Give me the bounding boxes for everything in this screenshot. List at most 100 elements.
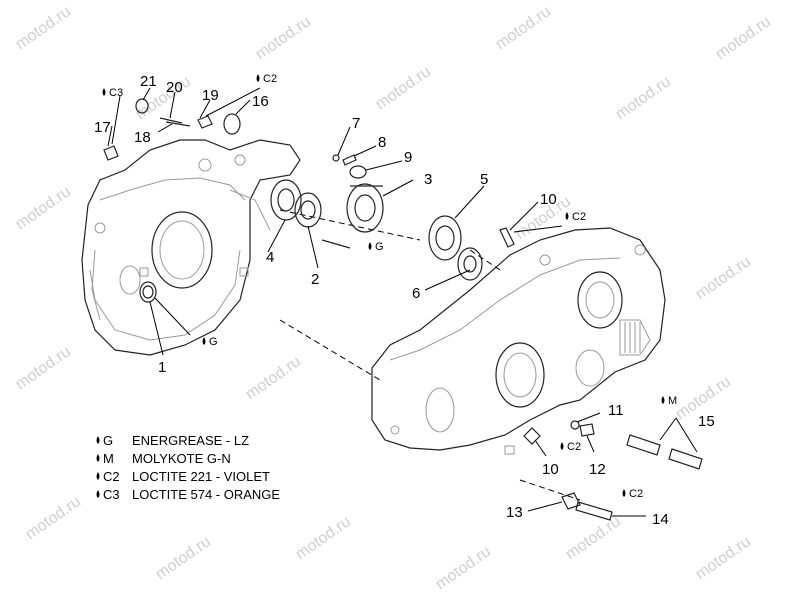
svg-text:C2: C2 [572, 211, 586, 223]
seal-1 [139, 281, 157, 303]
material-symbol-m: M [661, 395, 677, 407]
svg-text:G: G [375, 241, 384, 253]
dowel-10-bottom [523, 427, 541, 445]
cap-21 [135, 98, 149, 114]
material-symbol-c2: C2 [256, 73, 277, 85]
callout-15: 15 [698, 413, 715, 430]
material-symbol-c3: C3 [102, 87, 123, 99]
fitting-19 [197, 115, 213, 129]
drop-icon [560, 442, 564, 450]
leader-lines [107, 87, 698, 517]
bearing-6 [457, 247, 483, 281]
legend-code: C3 [103, 487, 120, 502]
callout-19: 19 [202, 87, 219, 104]
legend-code: C2 [103, 469, 120, 484]
washer-7 [332, 154, 340, 162]
callout-6: 6 [412, 285, 420, 302]
callout-7: 7 [352, 115, 360, 132]
watermark: motod.ru [693, 253, 754, 303]
callout-16: 16 [252, 93, 269, 110]
material-symbol-c2: C2 [565, 211, 586, 223]
svg-text:C2: C2 [629, 488, 643, 500]
callout-2: 2 [311, 271, 319, 288]
callout-10-bottom: 10 [542, 461, 559, 478]
stud-bolt [321, 239, 351, 249]
svg-text:G: G [209, 336, 218, 348]
fitting-17 [103, 145, 119, 161]
screw-8 [342, 154, 357, 166]
watermark: motod.ru [153, 533, 214, 583]
legend-row: C3 LOCTITE 574 - ORANGE [96, 487, 280, 502]
callout-13: 13 [506, 504, 523, 521]
watermark: motod.ru [253, 13, 314, 63]
drop-icon [661, 396, 665, 404]
svg-text:C3: C3 [109, 87, 123, 99]
callout-5: 5 [480, 171, 488, 188]
legend-text: ENERGREASE - LZ [132, 433, 249, 448]
legend-code: G [103, 433, 113, 448]
watermark: motod.ru [243, 353, 304, 403]
drop-icon [256, 74, 260, 82]
drop-icon [622, 489, 626, 497]
pins-15 [626, 434, 703, 470]
right-crankcase-half [371, 227, 666, 455]
watermark: motod.ru [693, 533, 754, 583]
callout-21: 21 [140, 73, 157, 90]
callout-numbers: 1 2 3 4 5 6 7 8 9 10 10 11 12 13 14 15 1… [94, 73, 715, 528]
watermark: motod.ru [13, 3, 74, 53]
callout-18: 18 [134, 129, 151, 146]
svg-text:M: M [668, 395, 677, 407]
drop-icon [368, 242, 372, 250]
left-crankcase-half [81, 139, 301, 356]
bolt-14 [575, 501, 613, 521]
drop-icon [96, 454, 100, 462]
watermark: motod.ru [713, 13, 774, 63]
callout-11: 11 [608, 402, 624, 419]
svg-text:C2: C2 [567, 441, 581, 453]
screw-20 [159, 117, 183, 124]
callout-1: 1 [158, 359, 166, 376]
watermark: motod.ru [433, 543, 494, 593]
legend-row: G ENERGREASE - LZ [96, 433, 249, 448]
watermark: motod.ru [23, 493, 84, 543]
screw-12 [579, 423, 595, 437]
drop-icon [96, 490, 100, 498]
material-symbol-c2: C2 [622, 488, 643, 500]
callout-10-top: 10 [540, 191, 557, 208]
material-symbol-c2: C2 [560, 441, 581, 453]
drop-icon [202, 337, 206, 345]
legend-text: LOCTITE 574 - ORANGE [132, 487, 280, 502]
legend-row: C2 LOCTITE 221 - VIOLET [96, 469, 270, 484]
legend-text: LOCTITE 221 - VIOLET [132, 469, 270, 484]
callout-8: 8 [378, 134, 386, 151]
watermark-layer: motod.ru motod.ru motod.ru motod.ru moto… [13, 3, 774, 593]
drop-icon [102, 88, 106, 96]
svg-text:C2: C2 [263, 73, 277, 85]
callout-20: 20 [166, 79, 183, 96]
callout-9: 9 [404, 149, 412, 166]
drop-icon [96, 436, 100, 444]
legend-text: MOLYKOTE G-N [132, 451, 231, 466]
plug-9 [349, 165, 367, 179]
material-symbols: C3 C2 G G C2 C2 C2 M [102, 73, 677, 500]
drop-icon [565, 212, 569, 220]
watermark: motod.ru [613, 73, 674, 123]
material-symbol-g: G [202, 336, 218, 348]
watermark: motod.ru [293, 513, 354, 563]
watermark: motod.ru [563, 513, 624, 563]
sleeve-13 [561, 492, 581, 510]
washer-11 [570, 420, 580, 430]
watermark: motod.ru [373, 63, 434, 113]
assembly-guide-lines [279, 209, 581, 501]
drop-icon [96, 472, 100, 480]
bearing-3 [346, 183, 384, 233]
legend-code: M [103, 451, 114, 466]
bearing-4 [270, 179, 302, 221]
callout-3: 3 [424, 171, 432, 188]
legend: G ENERGREASE - LZ M MOLYKOTE G-N C2 LOCT… [96, 433, 280, 502]
nut-16 [223, 113, 241, 135]
watermark: motod.ru [493, 3, 554, 53]
legend-row: M MOLYKOTE G-N [96, 451, 231, 466]
callout-4: 4 [266, 249, 274, 266]
